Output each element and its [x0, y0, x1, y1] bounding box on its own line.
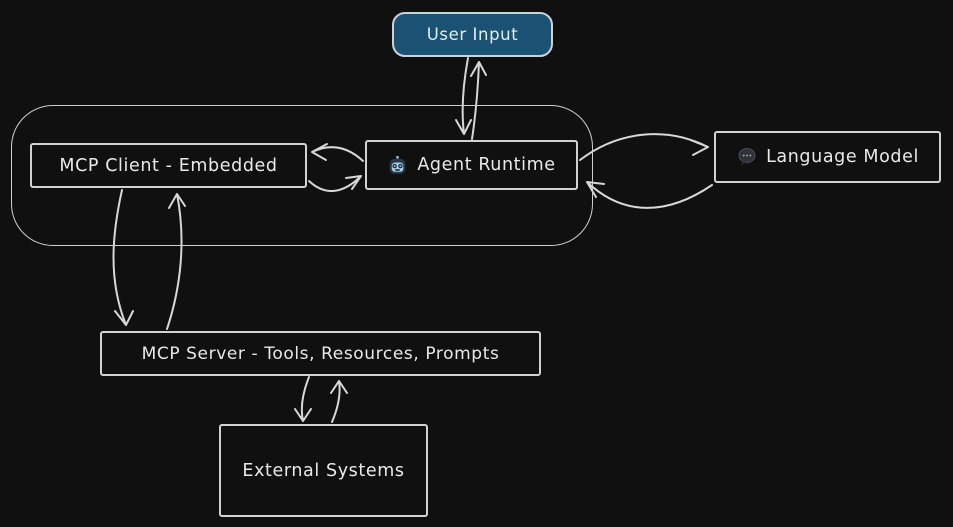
node-mcp-server-label: MCP Server - Tools, Resources, Prompts	[141, 343, 500, 364]
node-language-model-label: Language Model	[766, 147, 919, 167]
edge-language-model-to-agent-runtime	[586, 181, 713, 209]
edge-external-systems-to-mcp-server	[330, 380, 348, 423]
speech-bubble-icon	[736, 147, 757, 168]
node-language-model: Language Model	[714, 131, 941, 183]
robot-icon	[387, 155, 408, 176]
edge-agent-runtime-to-language-model	[579, 133, 709, 161]
agent-group-frame	[11, 105, 593, 246]
edge-mcp-server-to-external-systems	[294, 376, 312, 422]
node-user-input: User Input	[392, 12, 553, 57]
node-mcp-client-label: MCP Client - Embedded	[59, 155, 278, 176]
node-mcp-server: MCP Server - Tools, Resources, Prompts	[100, 331, 541, 376]
node-mcp-client: MCP Client - Embedded	[30, 143, 307, 188]
node-user-input-label: User Input	[426, 25, 519, 44]
node-agent-runtime-label: Agent Runtime	[417, 155, 556, 175]
node-external-systems-label: External Systems	[242, 460, 405, 481]
node-agent-runtime: Agent Runtime	[365, 140, 578, 190]
node-external-systems: External Systems	[219, 424, 428, 517]
